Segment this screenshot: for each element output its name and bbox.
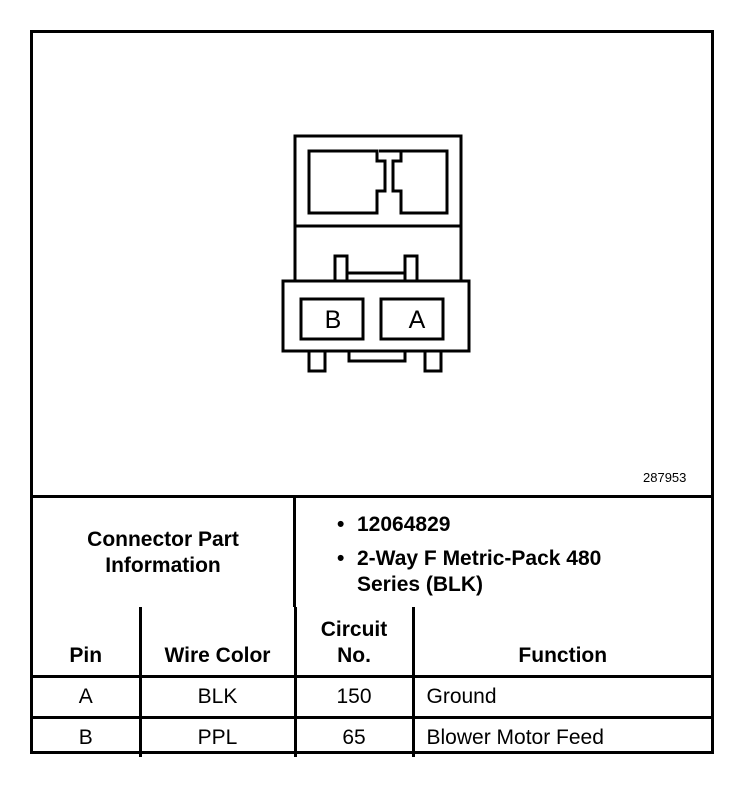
pin-table: Pin Wire Color Circuit No. Function A BL… xyxy=(33,607,711,757)
connector-part-info: Connector Part Information • 12064829 • … xyxy=(33,495,711,607)
foot-right xyxy=(423,351,443,373)
header-wire-color: Wire Color xyxy=(138,607,297,678)
part-info-label-line1: Connector Part xyxy=(87,527,239,551)
connector-type-line2: Series (BLK) xyxy=(357,573,484,596)
foot-left xyxy=(307,351,327,373)
cell-function: Blower Motor Feed xyxy=(411,716,711,757)
cell-pin: A xyxy=(33,675,142,719)
part-info-list: • 12064829 • 2-Way F Metric-Pack 480 Ser… xyxy=(329,512,699,606)
figure-id: 287953 xyxy=(643,470,687,485)
pin-b-box xyxy=(299,297,365,341)
part-info-label-line2: Information xyxy=(105,553,221,577)
pin-a-box xyxy=(379,297,445,341)
table-row: A BLK 150 Ground xyxy=(33,675,711,719)
header-circuit-line1: Circuit xyxy=(320,618,388,641)
bottom-keyway xyxy=(347,351,407,363)
connector-diagram-area: B A 287953 xyxy=(33,33,711,495)
pin-a-label: A xyxy=(408,306,426,334)
cell-function: Ground xyxy=(411,675,711,719)
cell-wire-color: PPL xyxy=(138,716,297,757)
pin-b-label: B xyxy=(324,306,342,334)
part-info-label: Connector Part Information xyxy=(33,498,296,607)
terminal-block xyxy=(281,279,471,353)
table-row: B PPL 65 Blower Motor Feed xyxy=(33,716,711,757)
cell-wire-color: BLK xyxy=(138,675,297,719)
cell-pin: B xyxy=(33,716,142,757)
header-circuit-no: Circuit No. xyxy=(293,607,415,678)
table-header-row: Pin Wire Color Circuit No. Function xyxy=(33,607,711,678)
connector-type-item: • 2-Way F Metric-Pack 480 Series (BLK) xyxy=(329,546,699,598)
connector-drawing xyxy=(281,134,471,373)
header-function: Function xyxy=(411,607,711,678)
latch-tab-left xyxy=(333,254,349,281)
part-number: 12064829 xyxy=(357,513,451,536)
header-pin: Pin xyxy=(33,607,142,678)
header-circuit-line2: No. xyxy=(337,644,371,667)
upper-cavity-left xyxy=(307,149,387,215)
latch-tab-right xyxy=(403,254,419,281)
connector-frame: B A 287953 Connector Part Information • … xyxy=(30,30,714,757)
upper-cavity-right-outline xyxy=(379,149,449,215)
bullet-icon: • xyxy=(337,513,345,536)
cell-circuit: 65 xyxy=(293,716,415,757)
part-number-item: • 12064829 xyxy=(329,512,699,538)
cell-circuit: 150 xyxy=(293,675,415,719)
connector-type-line1: 2-Way F Metric-Pack 480 xyxy=(357,547,602,570)
bullet-icon: • xyxy=(337,547,345,570)
